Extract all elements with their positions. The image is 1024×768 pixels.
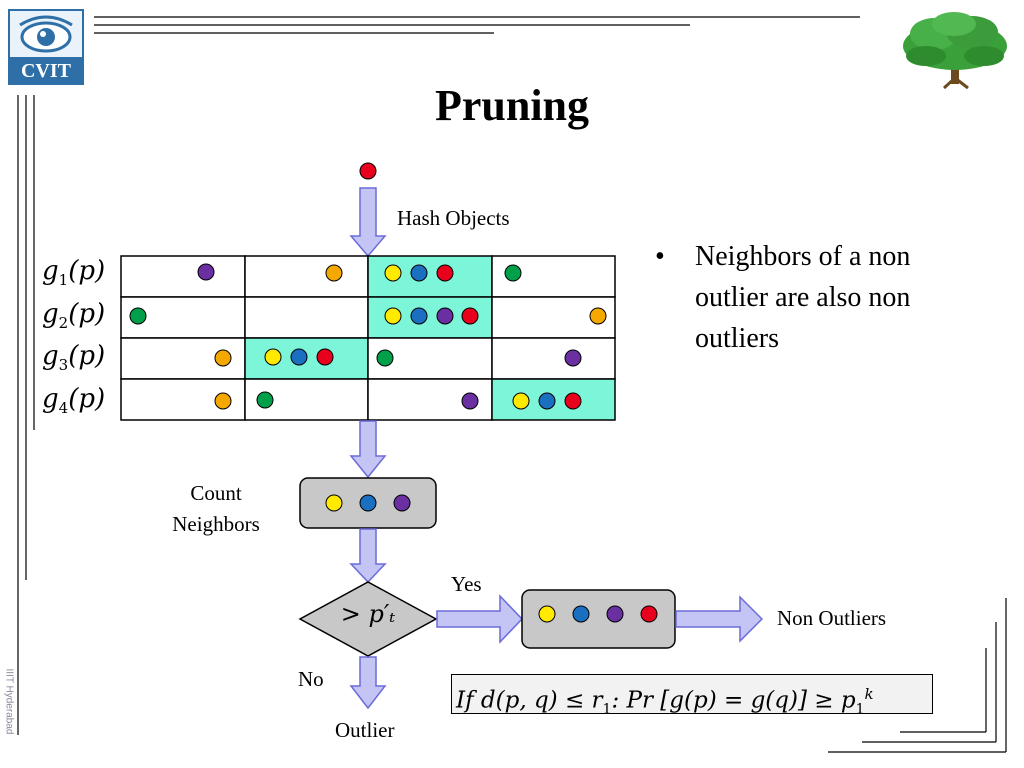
bullet-icon: • [655,241,665,272]
count-neighbors-label: Count Neighbors [172,481,260,536]
yes-label: Yes [451,572,482,596]
side-text: IIIT Hyderabad [3,668,15,735]
slide-title: Pruning [434,81,590,130]
row-label-g2: g2(p) [42,299,106,333]
non-outliers-label: Non Outliers [777,606,887,630]
eye-icon: CVIT [10,11,82,83]
row-label-g4: g4(p) [42,384,106,418]
tree-logo [903,12,1007,90]
row-label-g1: g1(p) [42,256,106,290]
outlier-label: Outlier [335,718,395,742]
no-label: No [298,667,324,691]
row-1-dots [197,263,522,282]
yes-arrow [436,594,524,644]
bullet-text: Neighbors of a non outlier are also non … [695,241,911,354]
non-outlier-box [521,589,676,649]
decision-diamond [298,581,438,657]
row-label-g3: g3(p) [42,341,106,375]
row-3-dots [214,348,582,367]
logo-text: CVIT [21,60,72,82]
row-2-dots [129,307,607,325]
count-to-decision-arrow [349,528,387,584]
table-to-count-arrow [349,420,387,479]
no-arrow [349,656,387,710]
cvit-logo: CVIT [8,9,84,85]
hash-arrow [349,187,387,258]
decision-label: > p′ₜ [340,600,396,628]
non-outliers-arrow [675,595,764,643]
input-object-dot [359,162,377,180]
formula-box: If d(p, q) ≤ r1: Pr [g(p) = g(q)] ≥ p1k [451,674,933,717]
hash-objects-label: Hash Objects [397,206,510,230]
row-4-dots [214,391,582,410]
